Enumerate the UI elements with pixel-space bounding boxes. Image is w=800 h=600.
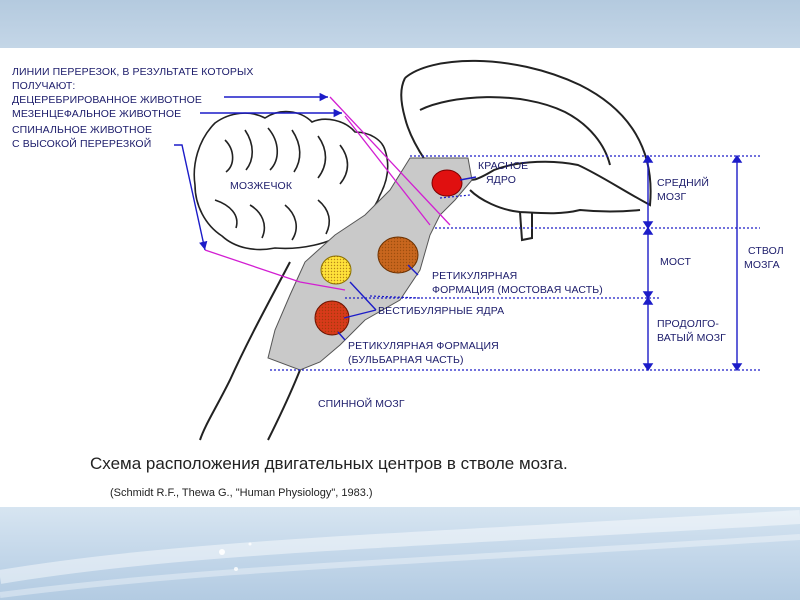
label-midbrain-line1: СРЕДНИЙ [657,177,709,190]
figure-citation: (Schmidt R.F., Thewa G., "Human Physiolo… [110,487,373,499]
label-reticular-pontine-line1: РЕТИКУЛЯРНАЯ [432,270,517,283]
label-vestibular-nuclei: ВЕСТИБУЛЯРНЫЕ ЯДРА [378,305,504,318]
label-decerebrate: ДЕЦЕРЕБРИРОВАННОЕ ЖИВОТНОЕ [12,94,202,107]
slide-bottom-band [0,507,800,600]
red-nucleus-shape [432,170,462,196]
label-red-nucleus-line1: КРАСНОЕ [478,160,528,173]
label-red-nucleus-line2: ЯДРО [486,174,516,187]
label-reticular-pontine-line2: ФОРМАЦИЯ (МОСТОВАЯ ЧАСТЬ) [432,284,603,297]
label-reticular-bulbar-line1: РЕТИКУЛЯРНАЯ ФОРМАЦИЯ [348,340,499,353]
cut-lines-intro-line1: ЛИНИИ ПЕРЕРЕЗОК, В РЕЗУЛЬТАТЕ КОТОРЫХ [12,66,254,79]
label-reticular-bulbar-line2: (БУЛЬБАРНАЯ ЧАСТЬ) [348,354,464,367]
label-medulla-line2: ВАТЫЙ МОЗГ [657,332,726,345]
bottom-band-decoration [0,507,800,600]
label-medulla-line1: ПРОДОЛГО- [657,318,719,331]
reticular-pontine-texture [378,237,418,273]
label-cerebellum: МОЗЖЕЧОК [230,180,292,193]
label-pons: МОСТ [660,256,691,269]
label-spinal-line1: СПИНАЛЬНОЕ ЖИВОТНОЕ [12,124,152,137]
label-mesencephalic: МЕЗЕНЦЕФАЛЬНОЕ ЖИВОТНОЕ [12,108,181,121]
vestibular-nuclei-texture [321,256,351,284]
figure-caption: Схема расположения двигательных центров … [90,454,730,474]
label-brainstem-line1: СТВОЛ [748,245,784,258]
cut-lines-intro-line2: ПОЛУЧАЮТ: [12,80,75,93]
reticular-bulbar-texture [315,301,349,335]
label-midbrain-line2: МОЗГ [657,191,686,204]
label-brainstem-line2: МОЗГА [744,259,780,272]
label-spinal-line2: С ВЫСОКОЙ ПЕРЕРЕЗКОЙ [12,138,151,151]
label-spinal-cord: СПИННОЙ МОЗГ [318,398,405,411]
